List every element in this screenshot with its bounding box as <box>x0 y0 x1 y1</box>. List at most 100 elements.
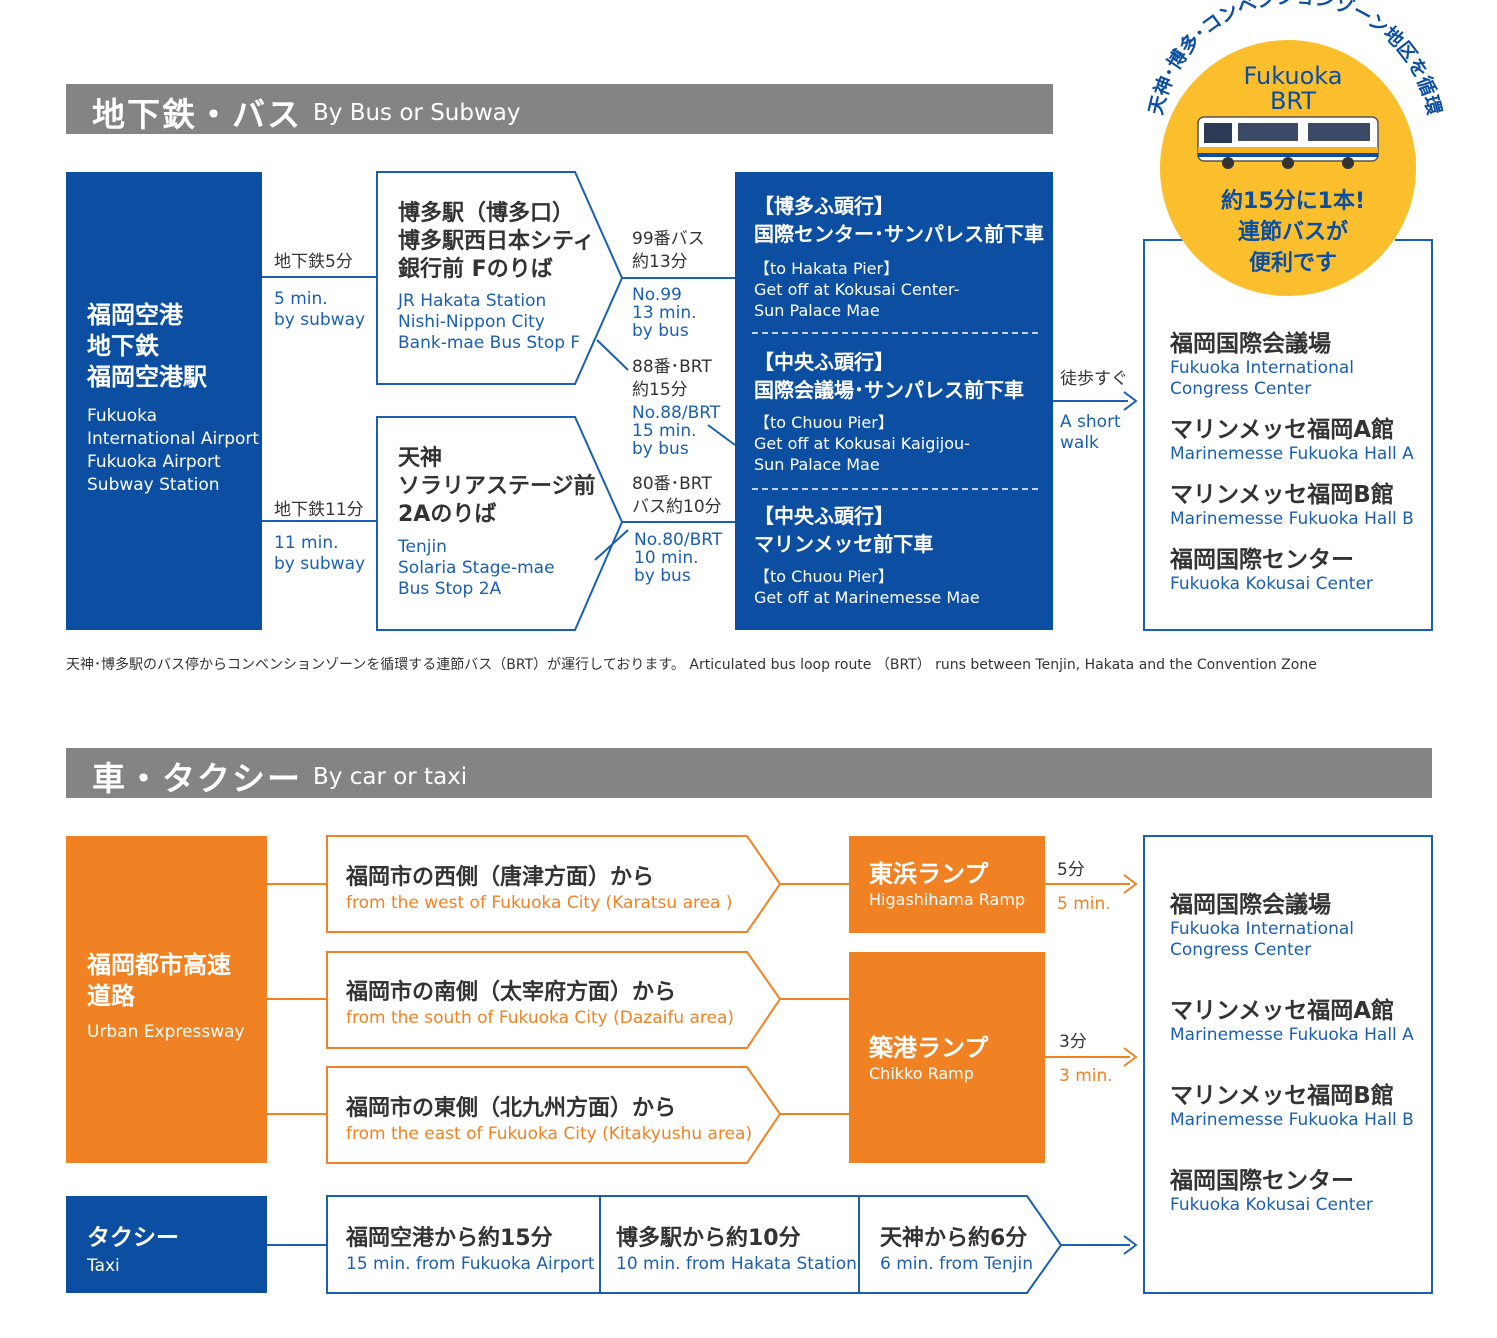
taxi-tenjin-jp: 天神から約6分 <box>880 1226 1028 1251</box>
bus80-jp-2: バス約10分 <box>632 497 722 517</box>
stop-tenjin-jp-1: 天神 <box>398 446 443 471</box>
bus88-en: No.88/BRT 15 min. by bus <box>632 404 720 458</box>
alight-2-jp-2: 国際会議場･サンパレス前下車 <box>754 378 1024 402</box>
alight-2-en-3: Sun Palace Mae <box>754 455 880 474</box>
stop-hakata-jp-1: 博多駅（博多口） <box>398 201 575 226</box>
bus-dest-1-jp: 福岡国際会議場 <box>1170 331 1331 357</box>
brt-name-2: BRT <box>1269 87 1317 115</box>
stop-tenjin-jp-2: ソラリアステージ前 <box>398 474 596 499</box>
stop-hakata-en-1: JR Hakata Station <box>398 291 547 311</box>
car-dest-3-jp: マリンメッセ福岡B館 <box>1170 1083 1394 1109</box>
bus80-en-2: 10 min. <box>634 548 699 568</box>
bus99-en-2: 13 min. <box>632 303 697 323</box>
origin-en-3: Fukuoka Airport <box>87 452 221 472</box>
stop-hakata-en-2: Nishi-Nippon City <box>398 312 545 332</box>
alight-2-en: 【to Chuou Pier】 Get off at Kokusai Kaigi… <box>754 412 970 475</box>
bus80-jp: 80番･BRT バス約10分 <box>632 473 722 519</box>
bus99-en-3: by bus <box>632 321 689 341</box>
taxi-tenjin-en: 6 min. from Tenjin <box>880 1254 1033 1274</box>
ramp-higashihama-time-jp: 5分 <box>1057 860 1085 880</box>
bus-footnote: 天神･博多駅のバス停からコンベンションゾーンを循環する連節バス（BRT）が運行し… <box>66 657 1317 673</box>
from-south-jp: 福岡市の南側（太宰府方面）から <box>346 980 677 1005</box>
alight-1-en: 【to Hakata Pier】 Get off at Kokusai Cent… <box>754 258 959 321</box>
ramp-chikko-time-en: 3 min. <box>1059 1066 1113 1086</box>
bus88-jp: 88番･BRT 約15分 <box>632 356 712 402</box>
brt-name-1: Fukuoka <box>1243 62 1343 90</box>
brt-caption-2: 連節バスが <box>1237 220 1348 245</box>
expressway-box: 福岡都市高速 道路 Urban Expressway <box>66 836 267 1163</box>
bus-dest-4-jp: 福岡国際センター <box>1170 547 1354 573</box>
alight-3-jp-2: マリンメッセ前下車 <box>754 532 934 556</box>
origin-en-1: Fukuoka <box>87 406 158 426</box>
bus-dest-1-en-2: Congress Center <box>1170 379 1312 399</box>
car-section-header: 車・タクシー By car or taxi <box>66 748 1432 798</box>
taxi-airport-en: 15 min. from Fukuoka Airport <box>346 1254 595 1274</box>
walk-en-2: walk <box>1060 433 1099 453</box>
ramp-chikko-time-jp: 3分 <box>1059 1032 1087 1052</box>
ramp-chikko-box: 築港ランプ Chikko Ramp <box>849 952 1045 1163</box>
bus99-jp: 99番バス 約13分 <box>632 228 705 274</box>
bus99-jp-2: 約13分 <box>632 252 688 272</box>
brt-name: Fukuoka BRT <box>1138 64 1448 114</box>
stop-hakata-en: JR Hakata Station Nishi-Nippon City Bank… <box>398 291 580 354</box>
stop-tenjin-en: Tenjin Solaria Stage-mae Bus Stop 2A <box>398 537 555 600</box>
bus-section-title: 地下鉄・バス <box>92 95 302 134</box>
walk-en-1: A short <box>1060 412 1121 432</box>
bus-section-header: 地下鉄・バス By Bus or Subway <box>66 84 1053 134</box>
bus80-en-3: by bus <box>634 566 691 586</box>
bus80-en: No.80/BRT 10 min. by bus <box>634 531 722 585</box>
car-destinations: 福岡国際会議場 Fukuoka International Congress C… <box>1170 885 1414 1216</box>
stop-hakata-jp: 博多駅（博多口） 博多駅西日本シティ 銀行前 Fのりば <box>398 200 595 284</box>
alight-1-en-2: Get off at Kokusai Center- <box>754 280 960 299</box>
ramp-higashihama-box: 東浜ランプ Higashihama Ramp <box>849 836 1045 933</box>
route-hakata-en-2: by subway <box>274 310 366 330</box>
car-section-subtitle: By car or taxi <box>313 764 468 790</box>
alight-3-en-1: 【to Chuou Pier】 <box>754 567 894 586</box>
bus80-en-1: No.80/BRT <box>634 530 723 550</box>
alight-1-en-1: 【to Hakata Pier】 <box>754 259 900 278</box>
bus88-en-2: 15 min. <box>632 421 697 441</box>
bus-dest-3-en: Marinemesse Fukuoka Hall B <box>1170 509 1414 529</box>
taxi-hakata-jp: 博多駅から約10分 <box>616 1226 801 1251</box>
bus88-en-1: No.88/BRT <box>632 403 721 423</box>
origin-jp-2: 地下鉄 <box>87 332 159 360</box>
alight-3-en: 【to Chuou Pier】 Get off at Marinemesse M… <box>754 566 980 608</box>
from-west-en: from the west of Fukuoka City (Karatsu a… <box>346 893 733 913</box>
route-tenjin-en-2: by subway <box>274 554 366 574</box>
car-dest-4-en: Fukuoka Kokusai Center <box>1170 1195 1373 1215</box>
bus99-en-1: No.99 <box>632 285 682 305</box>
origin-en-2: International Airport <box>87 429 260 449</box>
alight-2-jp: 【中央ふ頭行】 国際会議場･サンパレス前下車 <box>754 348 1024 404</box>
stop-tenjin-jp: 天神 ソラリアステージ前 2Aのりば <box>398 445 596 529</box>
bus80-jp-1: 80番･BRT <box>632 474 712 494</box>
alight-2-en-2: Get off at Kokusai Kaigijou- <box>754 434 970 453</box>
expressway-jp-2: 道路 <box>87 982 135 1010</box>
alight-1-jp-2: 国際センター･サンパレス前下車 <box>754 222 1044 246</box>
ramp-higashihama-en: Higashihama Ramp <box>869 890 1026 909</box>
alight-3-en-2: Get off at Marinemesse Mae <box>754 588 980 607</box>
taxi-airport-jp: 福岡空港から約15分 <box>346 1226 553 1251</box>
brt-caption-3: 便利です <box>1248 251 1337 276</box>
bus-icon <box>1197 116 1379 169</box>
bus-dest-1-en-1: Fukuoka International <box>1170 358 1354 378</box>
bus-dest-4-en: Fukuoka Kokusai Center <box>1170 574 1373 594</box>
taxi-jp: タクシー <box>87 1225 179 1251</box>
from-east-en: from the east of Fukuoka City (Kitakyush… <box>346 1124 753 1144</box>
ramp-chikko-jp: 築港ランプ <box>869 1034 989 1062</box>
car-section-title: 車・タクシー <box>92 759 302 798</box>
bus99-en: No.99 13 min. by bus <box>632 286 697 340</box>
ramp-higashihama-jp: 東浜ランプ <box>869 860 989 888</box>
brt-badge-graphic: 天神･博多･コンベンションゾーン地区を循環 <box>1145 0 1445 296</box>
car-dest-2-en: Marinemesse Fukuoka Hall A <box>1170 1025 1414 1045</box>
origin-jp-3: 福岡空港駅 <box>87 363 207 391</box>
alight-1-en-3: Sun Palace Mae <box>754 301 880 320</box>
from-south-en: from the south of Fukuoka City (Dazaifu … <box>346 1008 735 1028</box>
car-dest-2-jp: マリンメッセ福岡A館 <box>1170 998 1395 1024</box>
ramp-chikko-en: Chikko Ramp <box>869 1064 974 1083</box>
walk-en: A short walk <box>1060 412 1121 454</box>
from-west-jp: 福岡市の西側（唐津方面）から <box>346 865 655 890</box>
bus-section-subtitle: By Bus or Subway <box>313 100 521 126</box>
car-dest-1-jp: 福岡国際会議場 <box>1170 892 1331 918</box>
walk-jp: 徒歩すぐ <box>1060 369 1128 389</box>
